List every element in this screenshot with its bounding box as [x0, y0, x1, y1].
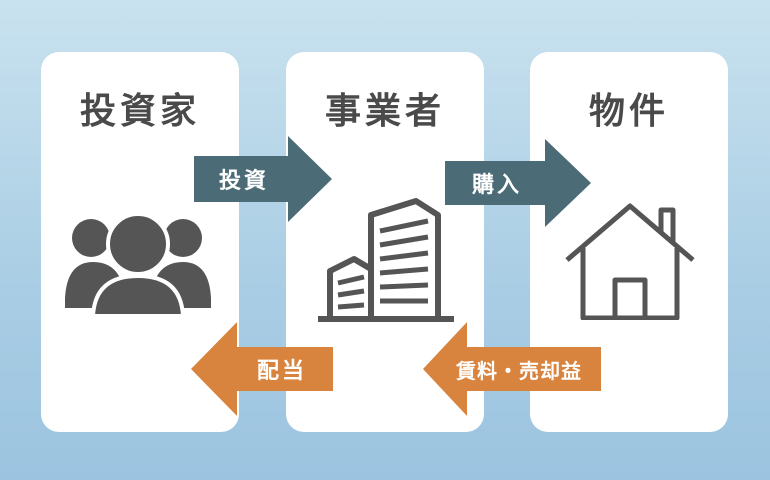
property-title: 物件 — [588, 91, 669, 132]
people-group-icon — [63, 210, 213, 324]
house-icon — [563, 200, 698, 324]
purchase-arrow: 購入 — [445, 139, 591, 227]
dividend-arrow: 配当 — [191, 322, 333, 416]
operator-title: 事業者 — [324, 91, 445, 132]
purchase-label: 購入 — [471, 173, 522, 198]
dividend-label: 配当 — [256, 359, 307, 384]
rent-sale-arrow: 賃料・売却益 — [423, 322, 601, 416]
invest-arrow: 投資 — [194, 136, 332, 222]
investor-title: 投資家 — [79, 91, 200, 132]
rent-sale-label: 賃料・売却益 — [456, 358, 582, 383]
invest-label: 投資 — [218, 169, 269, 194]
buildings-icon — [316, 195, 456, 329]
investor-card: 投資家 — [41, 52, 239, 432]
